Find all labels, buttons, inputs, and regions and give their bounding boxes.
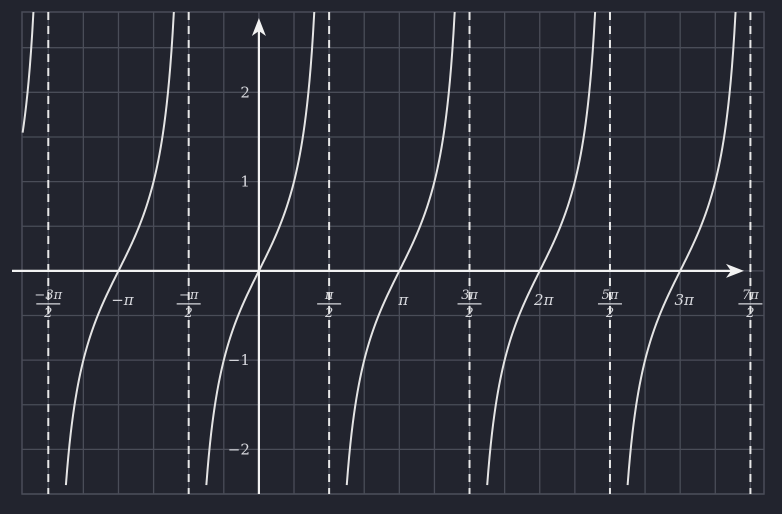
x-tick-numerator: 7π [742,288,759,303]
tangent-branch [205,11,316,486]
x-tick: 7π2 [738,288,763,321]
y-tick-label: 2 [240,83,250,101]
x-tick-denominator: 2 [43,306,52,321]
tangent-branch [345,11,456,486]
x-tick-label: −π [111,291,135,309]
x-tick-denominator: 2 [184,306,193,321]
x-tick: 3π [674,291,695,309]
x-tick: 3π2 [457,288,482,321]
x-tick-label: 2π [533,291,555,309]
x-tick: −3π2 [34,288,62,321]
asymptotes [47,12,752,494]
y-axis-arrow [251,18,266,36]
x-tick-denominator: 2 [605,306,614,321]
x-tick-numerator: π [324,288,334,303]
x-tick: 5π2 [597,288,622,321]
tangent-branch [626,11,737,486]
x-tick-denominator: 2 [745,306,754,321]
tangent-curves [21,11,737,486]
x-tick: π2 [317,288,342,321]
x-tick: −π [111,291,135,309]
x-tick: π [397,291,409,309]
y-tick-label: −1 [228,351,250,369]
axes [12,18,744,494]
x-axis-arrow [726,263,744,278]
x-tick-numerator: −π [179,288,199,303]
x-tick: 2π [533,291,555,309]
x-tick-label: π [397,291,409,309]
x-tick-numerator: 5π [602,288,619,303]
tangent-branch [64,11,175,486]
y-tick-label: −2 [228,440,250,458]
y-tick-label: 1 [240,173,250,191]
x-tick-numerator: −3π [34,288,62,303]
tangent-branch [486,11,597,486]
x-tick-label: 3π [674,291,695,309]
x-tick-denominator: 2 [464,306,473,321]
x-tick-denominator: 2 [324,306,333,321]
y-tick-labels: 2 1 −1 −2 [228,83,250,458]
x-tick-numerator: 3π [461,288,478,303]
x-tick: −π 2 [176,288,201,321]
tangent-branch [21,11,35,133]
